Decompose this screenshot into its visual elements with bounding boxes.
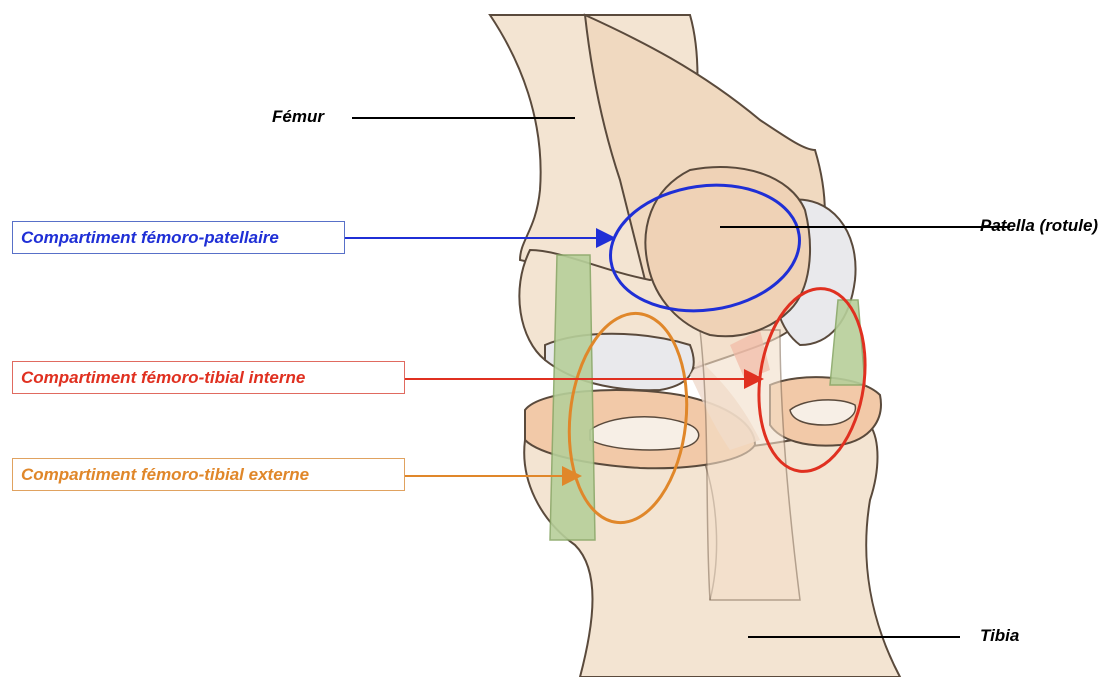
label-tibia: Tibia	[980, 627, 1019, 644]
label-compartment-internal: Compartiment fémoro-tibial interne	[12, 361, 405, 394]
label-femur: Fémur	[272, 108, 324, 125]
label-compartment-femoro-patellar: Compartiment fémoro-patellaire	[12, 221, 345, 254]
label-patella: Patella (rotule)	[980, 217, 1098, 234]
label-compartment-external: Compartiment fémoro-tibial externe	[12, 458, 405, 491]
